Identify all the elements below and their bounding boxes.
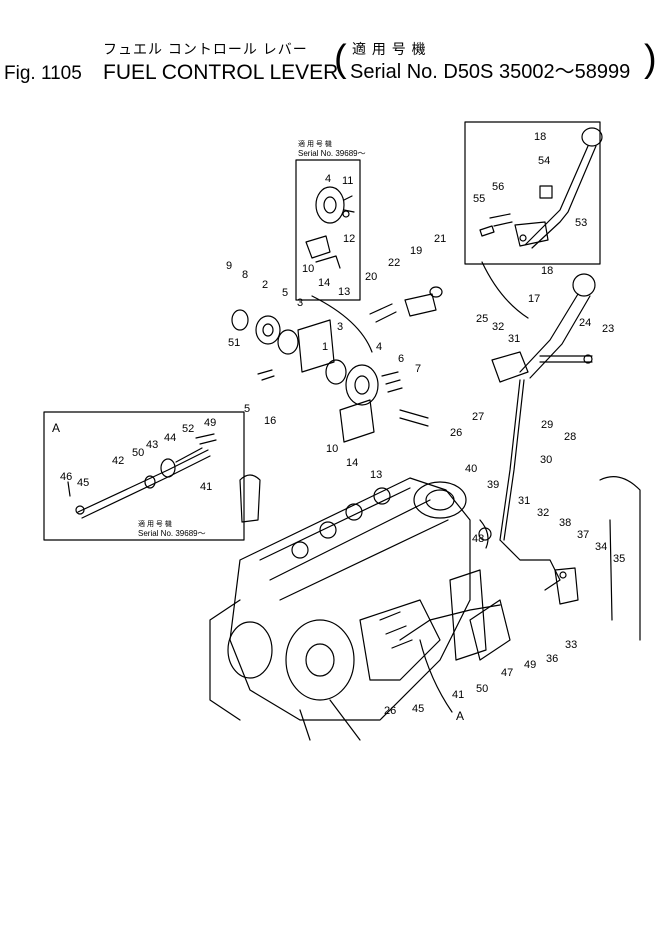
part-label: 22 — [388, 257, 400, 269]
part-label: 50 — [476, 683, 488, 695]
part-label: 17 — [528, 293, 540, 305]
part-label: 8 — [242, 269, 248, 281]
part-label: 7 — [415, 363, 421, 375]
part-label: 34 — [595, 541, 607, 553]
part-label: 46 — [60, 471, 72, 483]
part-label: 13 — [338, 286, 350, 298]
figure-number: Fig. 1105 — [4, 63, 82, 84]
inset-a — [43, 411, 245, 541]
part-label: 41 — [452, 689, 464, 701]
inset-top-serial — [295, 159, 361, 301]
part-label: 42 — [112, 455, 124, 467]
part-label: 44 — [164, 432, 176, 444]
part-label: 45 — [412, 703, 424, 715]
governor-stack — [231, 286, 443, 443]
part-label: 51 — [228, 337, 240, 349]
part-label: 47 — [501, 667, 513, 679]
part-label: 20 — [365, 271, 377, 283]
part-label: 28 — [564, 431, 576, 443]
close-parenthesis: ) — [644, 38, 657, 80]
part-label: 19 — [410, 245, 422, 257]
japanese-title: フュエル コントロール レバー — [103, 41, 308, 57]
fender-outline — [599, 476, 641, 641]
leader-curve-lever — [481, 261, 529, 319]
part-label: 49 — [204, 417, 216, 429]
part-label: 40 — [465, 463, 477, 475]
part-label: 3 — [337, 321, 343, 333]
part-label: 14 — [318, 277, 330, 289]
part-label: 13 — [370, 469, 382, 481]
part-label: 12 — [343, 233, 355, 245]
engine-block — [209, 474, 511, 741]
part-label: 32 — [492, 321, 504, 333]
part-label: 53 — [575, 217, 587, 229]
part-label: 27 — [472, 411, 484, 423]
inset-a-serial-note: Serial No. 39689～ — [138, 529, 206, 538]
part-label: 18 — [534, 131, 546, 143]
part-label: 31 — [508, 333, 520, 345]
leader-curve-a — [419, 639, 453, 713]
part-label: 52 — [182, 423, 194, 435]
part-label: 5 — [282, 287, 288, 299]
inset-lever-box — [464, 121, 603, 265]
part-label: 48 — [472, 533, 484, 545]
serial-range: Serial No. D50S 35002～58999 — [350, 61, 631, 83]
part-label: 4 — [376, 341, 382, 353]
part-label: 11 — [342, 175, 353, 187]
part-label: 16 — [264, 415, 276, 427]
top-inset-jp-note: 適 用 号 機 — [298, 139, 332, 148]
part-label: 31 — [518, 495, 530, 507]
part-label: 55 — [473, 193, 485, 205]
part-label: 3 — [297, 297, 303, 309]
part-label: 39 — [487, 479, 499, 491]
part-label: 14 — [346, 457, 358, 469]
part-label: 18 — [541, 265, 553, 277]
part-label: 26 — [450, 427, 462, 439]
part-label: 10 — [326, 443, 338, 455]
part-label: 36 — [546, 653, 558, 665]
main-lever-assembly — [491, 273, 596, 383]
part-label: 23 — [602, 323, 614, 335]
part-label: 1 — [322, 341, 328, 353]
part-number-labels: 11 4 12 10 14 13 18 54 56 55 53 18 17 24… — [60, 131, 625, 717]
part-label: 26 — [384, 705, 396, 717]
part-label: 56 — [492, 181, 504, 193]
linkage-bracket — [478, 519, 579, 605]
part-label: 30 — [540, 454, 552, 466]
japanese-applicable-serial-label: 適 用 号 機 — [352, 41, 427, 57]
part-label: 50 — [132, 447, 144, 459]
part-label: 38 — [559, 517, 571, 529]
part-label: 41 — [200, 481, 212, 493]
control-rod-30 — [499, 379, 521, 541]
part-label: 54 — [538, 155, 550, 167]
open-parenthesis: ( — [334, 38, 347, 80]
part-label: 45 — [77, 477, 89, 489]
part-label: 49 — [524, 659, 536, 671]
part-label: 21 — [434, 233, 446, 245]
part-label: 4 — [325, 173, 331, 185]
callout-a-label: A — [456, 709, 464, 723]
part-label: 10 — [302, 263, 314, 275]
part-label: 37 — [577, 529, 589, 541]
part-label: 32 — [537, 507, 549, 519]
top-inset-serial-note: Serial No. 39689～ — [298, 149, 366, 158]
part-label: 43 — [146, 439, 158, 451]
part-label: 9 — [226, 260, 232, 272]
part-label: 2 — [262, 279, 268, 291]
page-title: FUEL CONTROL LEVER — [103, 61, 339, 84]
inset-a-label: A — [52, 421, 60, 435]
part-label: 5 — [244, 403, 250, 415]
part-label: 35 — [613, 553, 625, 565]
part-label: 6 — [398, 353, 404, 365]
part-label: 25 — [476, 313, 488, 325]
part-label: 29 — [541, 419, 553, 431]
part-label: 24 — [579, 317, 591, 329]
inset-a-jp-note: 適 用 号 機 — [138, 519, 172, 528]
leader-curve-governor — [311, 295, 373, 353]
part-label: 33 — [565, 639, 577, 651]
